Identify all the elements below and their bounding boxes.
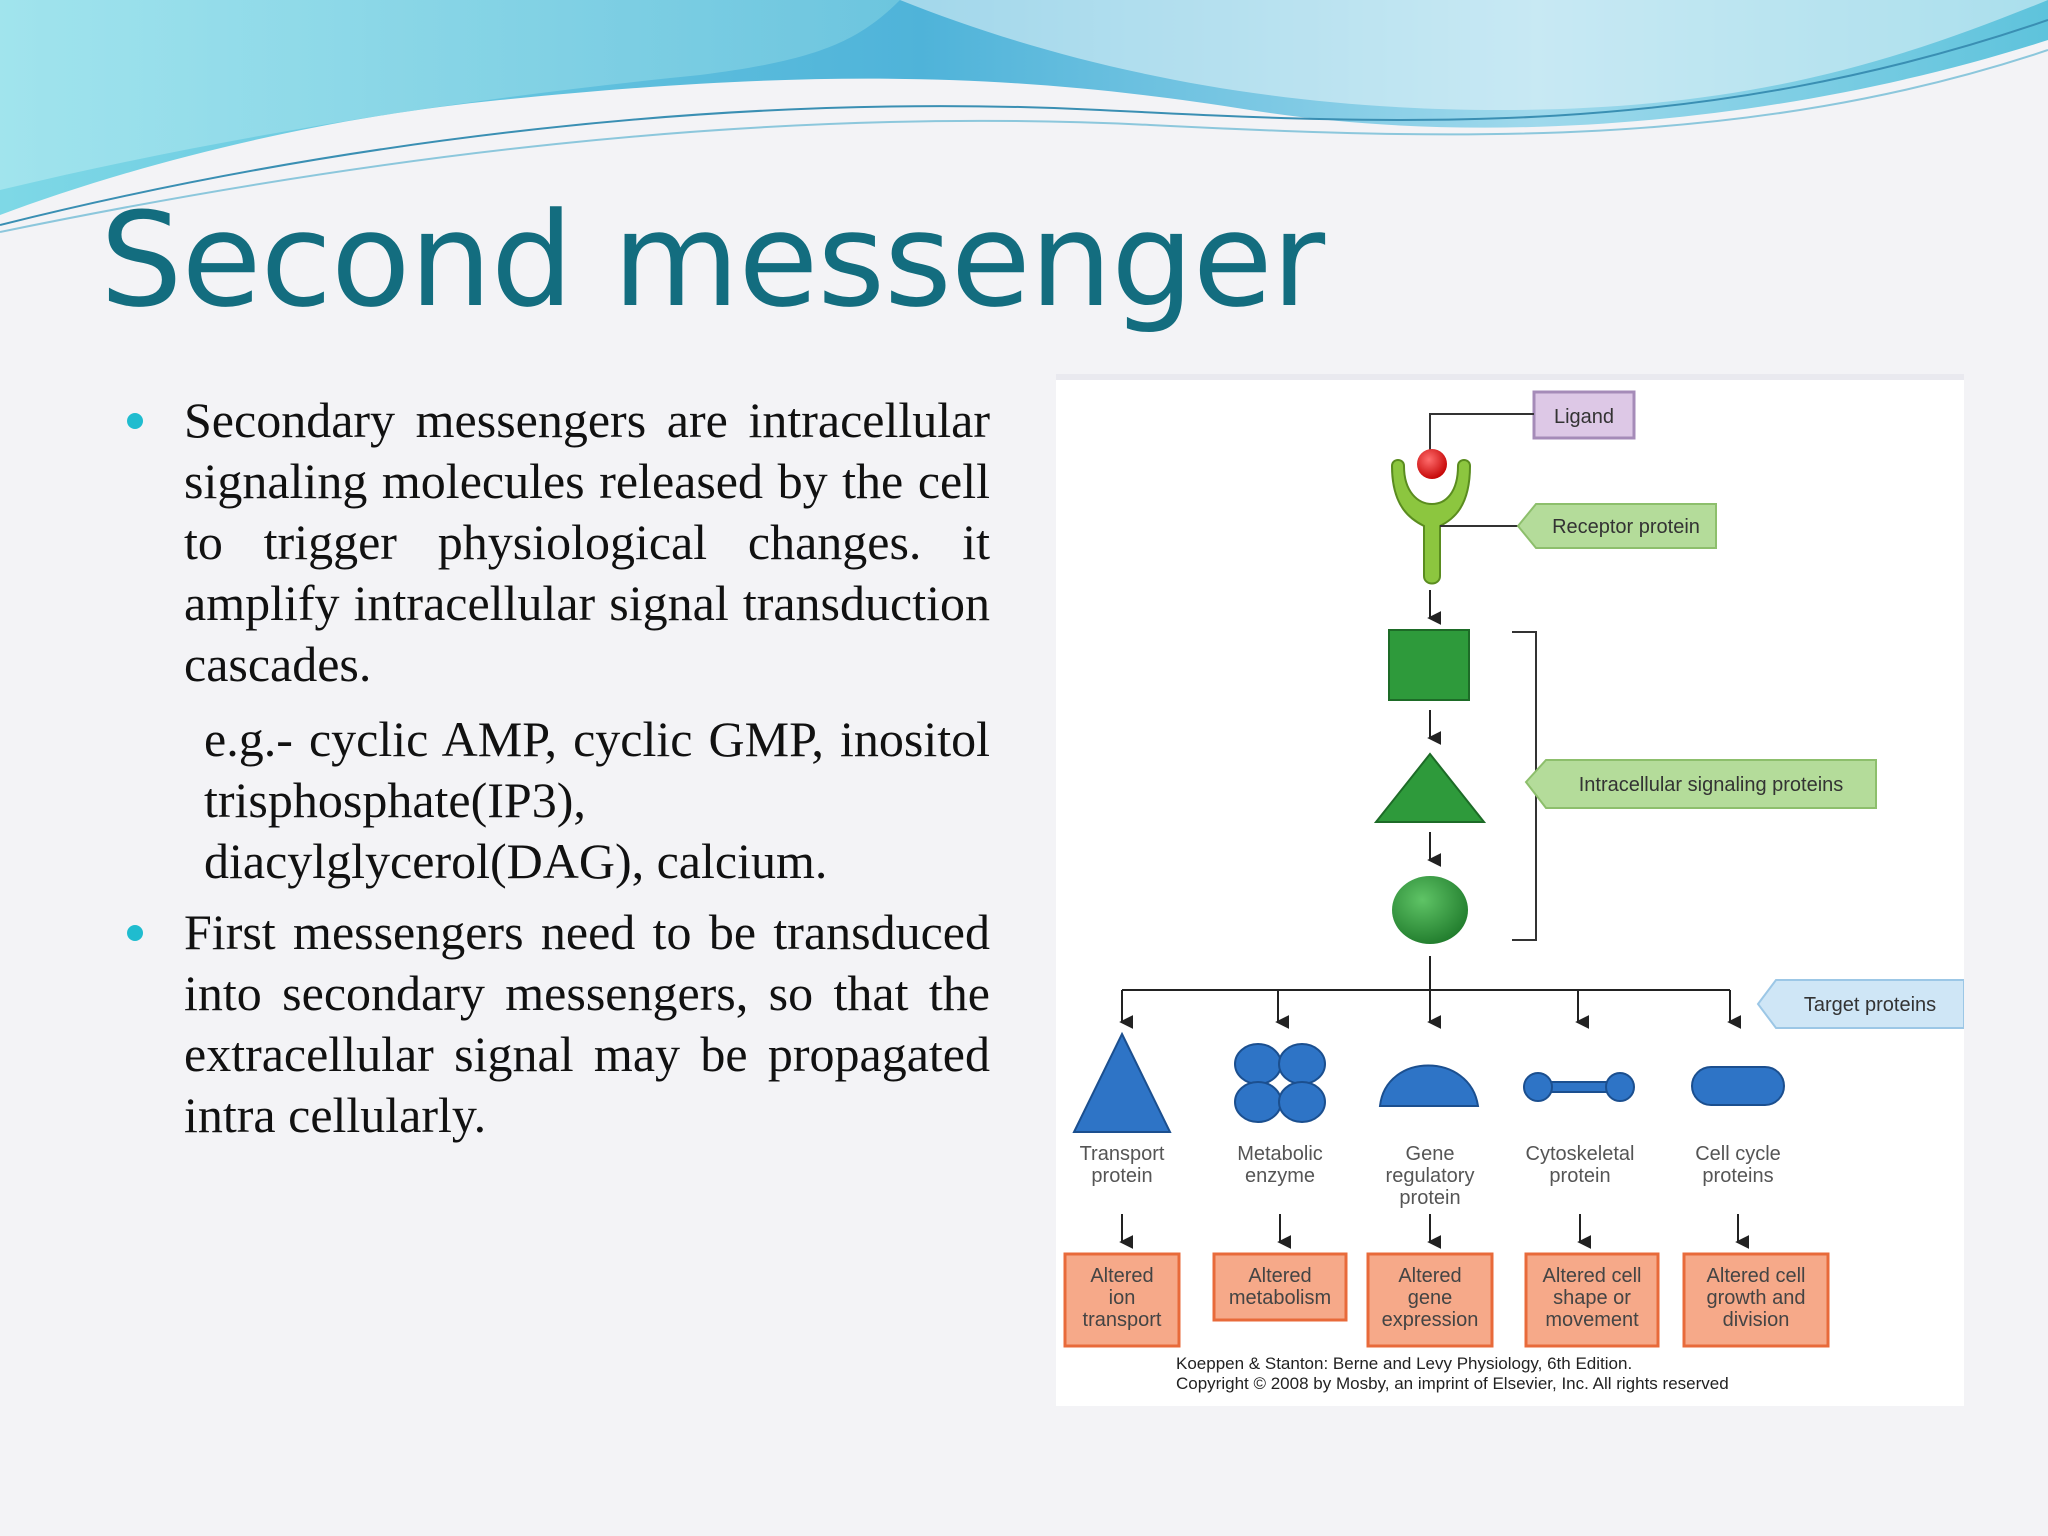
bullet-dot-icon [127, 413, 143, 429]
svg-text:metabolism: metabolism [1229, 1287, 1331, 1309]
svg-text:Altered: Altered [1398, 1265, 1461, 1287]
svg-text:movement: movement [1545, 1309, 1639, 1331]
bullet-dot-icon [127, 925, 143, 941]
svg-text:Gene: Gene [1406, 1143, 1455, 1165]
svg-text:Altered cell: Altered cell [1707, 1265, 1806, 1287]
ligand-label: Ligand [1532, 390, 1636, 440]
slide-title: Second messenger [100, 184, 1325, 336]
svg-text:Altered: Altered [1248, 1265, 1311, 1287]
svg-text:Altered cell: Altered cell [1543, 1265, 1642, 1287]
svg-text:shape or: shape or [1553, 1287, 1631, 1309]
svg-text:Intracellular signaling protei: Intracellular signaling proteins [1579, 774, 1844, 796]
receptor-protein-icon [1390, 449, 1472, 585]
target-caption: Metabolic enzyme [1237, 1143, 1323, 1187]
example-text: e.g.- cyclic AMP, cyclic GMP, inositol t… [204, 711, 990, 889]
bullet-item: Secondary messengers are intracellular s… [120, 390, 990, 695]
svg-text:protein: protein [1399, 1187, 1460, 1209]
slide-body: Secondary messengers are intracellular s… [120, 390, 990, 1154]
outcome-box: Altered cell shape or movement [1524, 1252, 1660, 1348]
svg-text:Transport: Transport [1080, 1143, 1165, 1165]
svg-text:regulatory: regulatory [1386, 1165, 1475, 1187]
figure-credit-line: Koeppen & Stanton: Berne and Levy Physio… [1176, 1354, 1632, 1373]
svg-text:gene: gene [1408, 1287, 1453, 1309]
svg-text:Cell cycle: Cell cycle [1695, 1143, 1781, 1165]
cytoskeletal-protein-icon [1523, 1072, 1635, 1102]
outcome-box: Altered gene expression [1366, 1252, 1494, 1348]
intracellular-signaling-label: Intracellular signaling proteins [1524, 759, 1877, 809]
figure-credit-line: Copyright © 2008 by Mosby, an imprint of… [1176, 1374, 1729, 1393]
target-caption: Transport protein [1080, 1143, 1165, 1187]
signaling-protein-triangle-icon [1373, 752, 1487, 823]
svg-text:ion: ion [1109, 1287, 1136, 1309]
svg-text:Altered: Altered [1090, 1265, 1153, 1287]
target-caption: Cytoskeletal protein [1526, 1143, 1635, 1187]
svg-text:expression: expression [1382, 1309, 1479, 1331]
target-caption: Gene regulatory protein [1386, 1143, 1475, 1209]
svg-text:Ligand: Ligand [1554, 406, 1614, 428]
outcome-box: Altered metabolism [1212, 1252, 1348, 1322]
svg-text:enzyme: enzyme [1245, 1165, 1315, 1187]
target-proteins-label: Target proteins [1756, 979, 1964, 1029]
svg-text:division: division [1723, 1309, 1790, 1331]
svg-text:protein: protein [1091, 1165, 1152, 1187]
target-caption: Cell cycle proteins [1695, 1143, 1781, 1187]
svg-text:transport: transport [1083, 1309, 1162, 1331]
outcome-box: Altered cell growth and division [1682, 1252, 1830, 1348]
bullet-text: Secondary messengers are intracellular s… [184, 392, 990, 692]
svg-text:Metabolic: Metabolic [1237, 1143, 1323, 1165]
receptor-protein-label: Receptor protein [1516, 503, 1717, 549]
signaling-pathway-figure: Ligand Receptor protein Intracellular si… [1056, 374, 1964, 1406]
outcome-box: Altered ion transport [1063, 1252, 1181, 1348]
svg-text:protein: protein [1549, 1165, 1610, 1187]
svg-text:Cytoskeletal: Cytoskeletal [1526, 1143, 1635, 1165]
header-wave-decoration [0, 0, 2048, 233]
transport-protein-icon [1072, 1031, 1172, 1133]
svg-text:Target proteins: Target proteins [1804, 994, 1936, 1016]
gene-regulatory-protein-icon [1378, 1064, 1480, 1107]
signaling-protein-square-icon [1388, 629, 1470, 701]
bullet-text: First messengers need to be transduced i… [184, 904, 990, 1143]
cell-cycle-protein-icon [1691, 1066, 1785, 1106]
signaling-protein-sphere-icon [1392, 876, 1468, 944]
svg-text:growth and: growth and [1707, 1287, 1806, 1309]
metabolic-enzyme-icon [1234, 1043, 1326, 1123]
svg-text:proteins: proteins [1702, 1165, 1773, 1187]
bullet-item: First messengers need to be transduced i… [120, 902, 990, 1146]
ligand-molecule-icon [1417, 449, 1447, 479]
svg-text:Receptor protein: Receptor protein [1552, 516, 1700, 538]
